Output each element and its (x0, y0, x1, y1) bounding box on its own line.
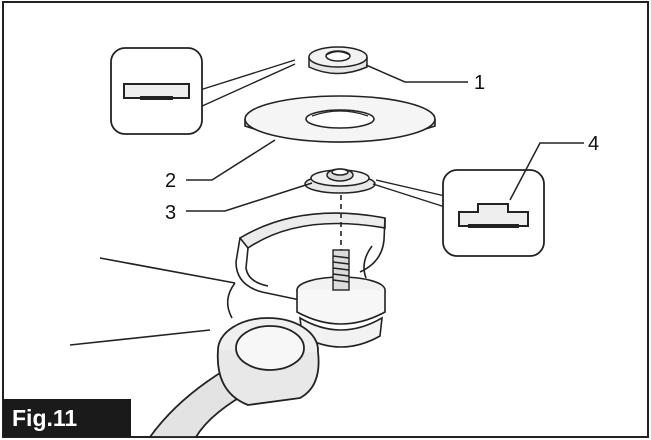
inner-flange (304, 168, 376, 194)
lock-nut (308, 46, 368, 75)
leader-line-2 (186, 139, 276, 181)
leader-line-3 (186, 182, 313, 212)
leader-line-4 (509, 142, 584, 201)
spindle-shaft (332, 249, 350, 291)
leader-line-1 (365, 64, 468, 83)
figure-label: Fig.11 (3, 399, 131, 437)
callout-4: 4 (588, 133, 599, 155)
callout-2: 2 (165, 170, 176, 192)
callout-1: 1 (474, 72, 485, 94)
leader-lines (186, 64, 584, 212)
grinder-housing (69, 257, 236, 346)
inner-flange-detail-inset (372, 169, 545, 257)
lock-nut-detail-inset (110, 47, 296, 135)
abrasive-wheel (244, 95, 436, 143)
side-grip (148, 317, 320, 438)
callout-3: 3 (165, 202, 176, 224)
wheel-guard (235, 212, 386, 301)
